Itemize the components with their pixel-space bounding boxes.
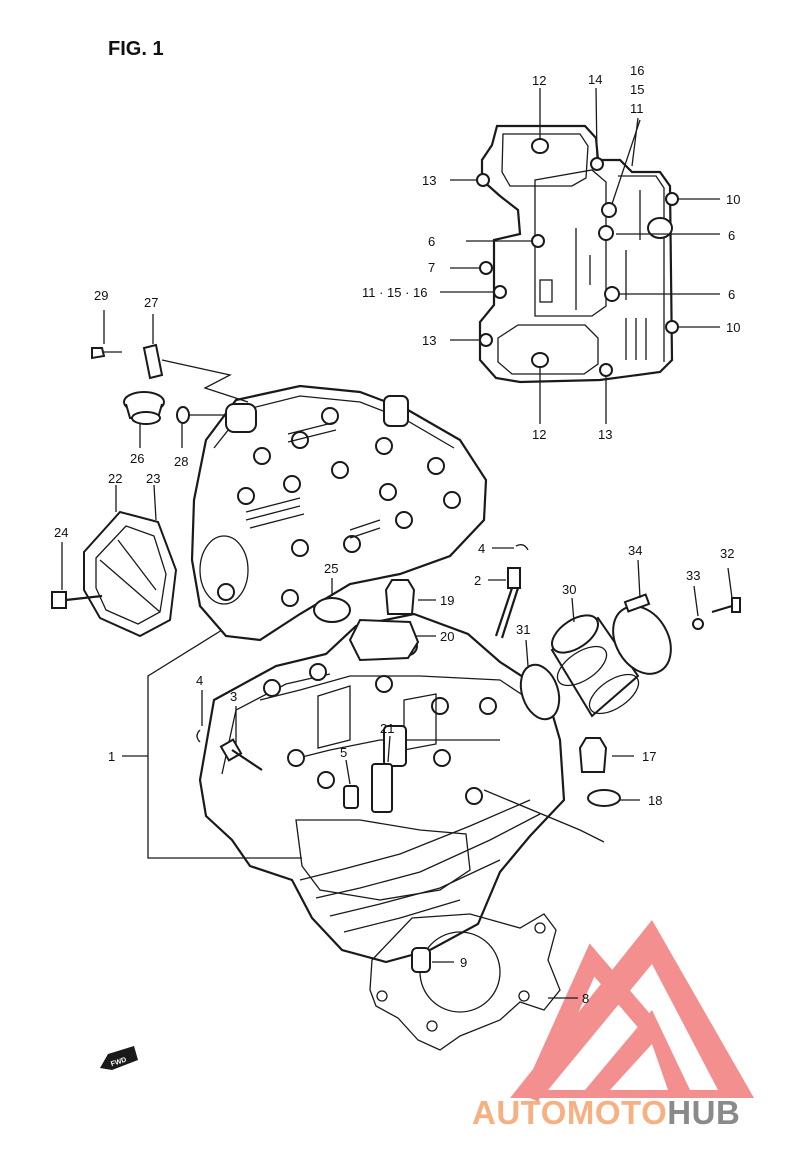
callout-11a: 11 <box>630 101 644 116</box>
side-cover-22 <box>83 510 178 638</box>
callout-17: 17 <box>642 749 656 764</box>
cover-leader-lines <box>440 87 720 424</box>
callout-27: 27 <box>144 295 158 310</box>
callout-6a: 6 <box>428 234 435 249</box>
callout-11-15-16: 11 · 15 · 16 <box>362 285 428 300</box>
callout-31: 31 <box>516 622 530 637</box>
watermark-part2: HUB <box>667 1094 741 1131</box>
head-leader-lines <box>122 547 733 999</box>
callout-8: 8 <box>582 991 589 1006</box>
callout-6c: 6 <box>728 287 735 302</box>
callout-5: 5 <box>340 745 347 760</box>
callout-7: 7 <box>428 260 435 275</box>
watermark-logo-icon <box>510 920 754 1102</box>
callout-9: 9 <box>460 955 467 970</box>
callout-19: 19 <box>440 593 454 608</box>
washer-18 <box>587 789 621 807</box>
o-ring-31 <box>519 663 561 721</box>
callout-26: 26 <box>130 451 144 466</box>
clamp-34 <box>612 605 672 675</box>
cap-26 <box>123 391 165 425</box>
callout-24: 24 <box>54 525 68 540</box>
fwd-label: FWD <box>110 1057 127 1069</box>
callout-29: 29 <box>94 288 108 303</box>
callout-28: 28 <box>174 454 188 469</box>
callout-34: 34 <box>628 543 642 558</box>
callout-33: 33 <box>686 568 700 583</box>
callout-10a: 10 <box>726 192 740 207</box>
cylinder-head-cover <box>476 124 679 384</box>
callout-10b: 10 <box>726 320 740 335</box>
screw-32 <box>711 597 741 614</box>
callout-20: 20 <box>440 629 454 644</box>
callout-4a: 4 <box>478 541 485 556</box>
callout-13c: 13 <box>598 427 612 442</box>
bolt-29 <box>91 347 122 360</box>
watermark-text: AUTOMOTOHUB <box>472 1094 740 1132</box>
spark-plug-21 <box>371 763 393 813</box>
valve-3 <box>219 738 263 771</box>
intake-pipe-30 <box>550 614 640 718</box>
callout-12a: 12 <box>532 73 546 88</box>
camshaft-holder <box>190 384 488 642</box>
o-ring-28 <box>176 406 190 424</box>
washer-27 <box>142 343 164 380</box>
o-ring-25 <box>313 597 351 623</box>
callout-2: 2 <box>474 573 481 588</box>
callout-6b: 6 <box>728 228 735 243</box>
callout-3: 3 <box>230 689 237 704</box>
clip-4b <box>196 729 201 743</box>
callout-22: 22 <box>108 471 122 486</box>
bolt-24 <box>51 591 103 609</box>
nut-19 <box>384 579 416 615</box>
watermark-part1: AUTOMOTO <box>472 1094 668 1131</box>
callout-15: 15 <box>630 82 644 97</box>
callout-13b: 13 <box>422 333 436 348</box>
callout-12b: 12 <box>532 427 546 442</box>
callout-4b: 4 <box>196 673 203 688</box>
dowel-pin-5 <box>343 785 359 809</box>
callout-labels: 12 14 16 15 11 13 10 6 6 7 11 · 15 · 16 … <box>54 63 740 1006</box>
callout-21: 21 <box>380 721 394 736</box>
dowel-9 <box>411 947 431 973</box>
callout-30: 30 <box>562 582 576 597</box>
callout-32: 32 <box>720 546 734 561</box>
callout-23: 23 <box>146 471 160 486</box>
callout-14: 14 <box>588 72 602 87</box>
callout-16: 16 <box>630 63 644 78</box>
washer-33 <box>692 618 704 630</box>
acorn-nut-17 <box>578 737 608 773</box>
head-gasket-8 <box>369 913 561 1051</box>
callout-18: 18 <box>648 793 662 808</box>
callout-1: 1 <box>108 749 115 764</box>
callout-13a: 13 <box>422 173 436 188</box>
clip-4a <box>515 544 529 551</box>
forward-arrow-icon: FWD <box>100 1046 138 1070</box>
callout-25: 25 <box>324 561 338 576</box>
figure-title: FIG. 1 <box>108 38 164 60</box>
valve-2 <box>494 567 521 639</box>
